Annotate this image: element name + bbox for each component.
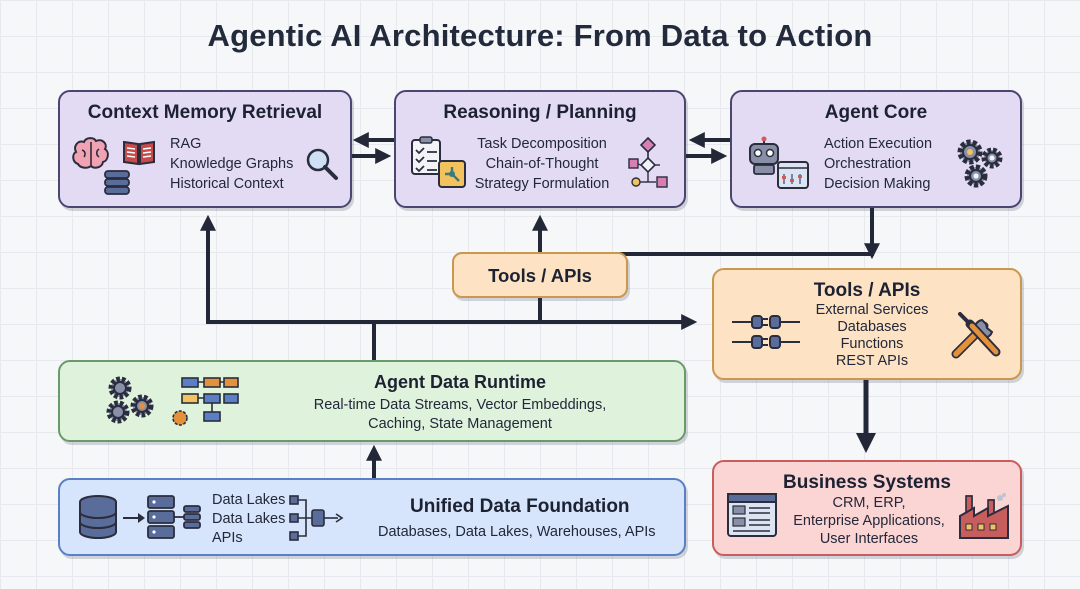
context-memory-box: Context Memory Retrieval RAG Knowledge G… bbox=[58, 90, 352, 208]
agent-core-item: Orchestration bbox=[824, 156, 912, 172]
puzzle-icon bbox=[438, 160, 466, 188]
flowchart-icon bbox=[172, 377, 239, 426]
tools-title: Tools / APIs bbox=[813, 280, 921, 301]
wrench-screwdriver-icon bbox=[951, 312, 1001, 359]
tools-item: External Services bbox=[815, 302, 929, 318]
foundation-source: APIs bbox=[212, 530, 243, 546]
agent-core-title: Agent Core bbox=[824, 102, 928, 123]
reasoning-box: Reasoning / Planning Task Decomposition … bbox=[394, 90, 686, 208]
gears-icon bbox=[106, 376, 154, 424]
agent-core-item: Action Execution bbox=[824, 136, 933, 152]
reasoning-item: Chain-of-Thought bbox=[485, 156, 599, 172]
context-memory-item: Knowledge Graphs bbox=[170, 156, 294, 172]
agent-core-box: Agent Core Action Execution Orchestratio… bbox=[730, 90, 1022, 208]
business-item: CRM, ERP, bbox=[832, 495, 906, 511]
arrow-icon bbox=[123, 513, 145, 523]
plug-icon bbox=[732, 315, 800, 349]
foundation-title: Unified Data Foundation bbox=[410, 496, 630, 517]
runtime-box: Agent Data Runtime Real-time Data Stream… bbox=[58, 360, 686, 442]
business-title: Business Systems bbox=[783, 472, 951, 493]
tools-box: Tools / APIs External Services Databases… bbox=[712, 268, 1022, 380]
database-icon bbox=[104, 170, 130, 195]
runtime-line: Real-time Data Streams, Vector Embedding… bbox=[313, 397, 607, 413]
context-memory-item: Historical Context bbox=[170, 176, 284, 192]
flowchart-icon bbox=[628, 136, 668, 188]
checklist-icon bbox=[411, 136, 441, 175]
page-title: Agentic AI Architecture: From Data to Ac… bbox=[207, 18, 873, 53]
database-icon bbox=[79, 495, 117, 539]
magnifier-icon bbox=[306, 148, 338, 180]
book-icon bbox=[123, 140, 155, 166]
tools-item: Databases bbox=[837, 319, 907, 335]
reasoning-item: Task Decomposition bbox=[477, 136, 607, 152]
runtime-title: Agent Data Runtime bbox=[373, 372, 546, 392]
runtime-line: Caching, State Management bbox=[368, 416, 552, 432]
factory-icon bbox=[959, 493, 1009, 539]
context-memory-title: Context Memory Retrieval bbox=[87, 102, 323, 123]
tools-label-box: Tools / APIs bbox=[452, 252, 628, 298]
context-memory-item: RAG bbox=[170, 136, 202, 152]
business-box: Business Systems CRM, ERP, Enterprise Ap… bbox=[712, 460, 1022, 556]
agent-core-item: Decision Making bbox=[824, 176, 931, 192]
foundation-subtitle: Databases, Data Lakes, Warehouses, APIs bbox=[378, 524, 656, 540]
browser-window-icon bbox=[727, 493, 777, 537]
foundation-source: Data Lakes bbox=[212, 492, 286, 508]
tools-label-title: Tools / APIs bbox=[488, 265, 592, 286]
business-item: User Interfaces bbox=[819, 531, 919, 547]
foundation-box: Unified Data Foundation Databases, Data … bbox=[58, 478, 686, 556]
reasoning-item: Strategy Formulation bbox=[474, 176, 610, 192]
gears-icon bbox=[957, 139, 1003, 188]
business-item: Enterprise Applications, bbox=[793, 513, 945, 529]
robot-icon bbox=[749, 136, 779, 175]
brain-icon bbox=[72, 137, 109, 169]
flowchart-icon bbox=[289, 495, 344, 541]
server-icon bbox=[147, 495, 201, 539]
reasoning-title: Reasoning / Planning bbox=[443, 102, 637, 123]
foundation-source: Data Lakes bbox=[212, 511, 286, 527]
dashboard-icon bbox=[777, 161, 809, 189]
tools-item: Functions bbox=[840, 336, 904, 352]
tools-item: REST APIs bbox=[835, 353, 909, 369]
